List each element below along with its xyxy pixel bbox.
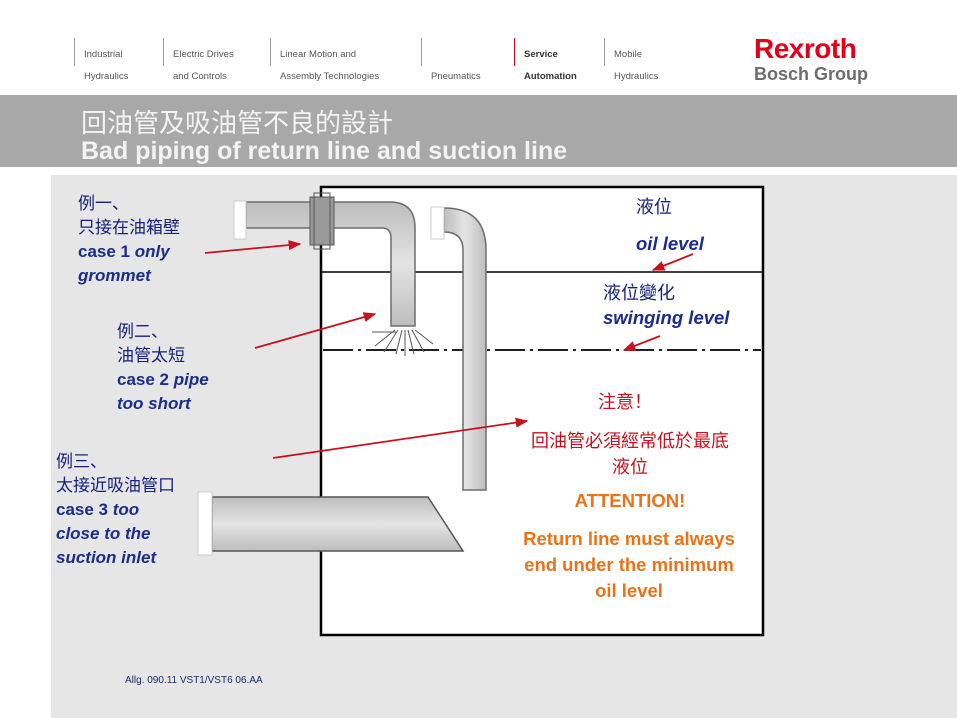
nav-item-pneumatics[interactable]: Pneumatics: [421, 38, 501, 82]
page-title-chinese: 回油管及吸油管不良的設計: [81, 109, 394, 139]
attention-cn-line2: 液位: [612, 457, 648, 478]
case1-cn-title: 例一、: [78, 194, 129, 214]
case3-en-prefix: case 3: [56, 500, 113, 519]
case3-en: case 3 too: [56, 498, 175, 522]
oil-level-en-text: oil level: [636, 233, 704, 254]
case1-en: case 1 only: [78, 240, 180, 264]
case1-label: 例一、 只接在油箱壁 case 1 only grommet: [78, 192, 180, 288]
title-bar: [0, 95, 957, 167]
nav-item-linear-motion[interactable]: Linear Motion and Assembly Technologies: [270, 38, 420, 82]
attention-en-line1: Return line must always: [523, 528, 735, 549]
case1-en-italic: only: [134, 242, 170, 261]
nav-item-line2: and Controls: [173, 71, 227, 82]
case2-en: case 2 pipe: [117, 368, 209, 392]
nav-item-electric-drives[interactable]: Electric Drives and Controls: [163, 38, 261, 82]
arrow-swinging-level: [622, 335, 661, 351]
oil-level-en: oil level: [636, 232, 704, 256]
case2-en-italic2: too short: [117, 394, 191, 413]
case3-en-italic2: close to the: [56, 524, 151, 543]
attention-cn-title: 注意！: [598, 392, 652, 413]
logo-brand: Rexroth: [754, 33, 857, 64]
nav-item-line1: Mobile: [614, 49, 642, 60]
case2-en-line2: too short: [117, 392, 209, 416]
rexroth-logo: Rexroth Bosch Group: [754, 33, 869, 85]
nav-item-service-automation[interactable]: Service Automation: [514, 38, 602, 82]
case3-en-italic: too: [112, 500, 140, 519]
footer-code: Allg. 090.11 VST1/VST6 06.AA: [125, 675, 263, 686]
oil-level-label: 液位 oil level: [636, 196, 704, 256]
nav-item-industrial-hydraulics[interactable]: Industrial Hydraulics: [74, 38, 162, 82]
nav-item-line1: Industrial: [84, 49, 123, 60]
case3-suction-pipe: [197, 491, 465, 556]
case1-cn-desc: 只接在油箱壁: [78, 218, 180, 238]
case3-cn-desc: 太接近吸油管口: [56, 476, 175, 496]
case3-en-line3: suction inlet: [56, 546, 175, 570]
case2-cn-title: 例二、: [117, 322, 168, 342]
logo-group: Bosch Group: [754, 64, 869, 84]
arrow-case1: [204, 240, 302, 254]
nav-item-line1: Linear Motion and: [280, 49, 357, 60]
spray-lines: [372, 329, 434, 356]
nav-item-line2: Hydraulics: [84, 71, 129, 82]
swinging-level-en: swinging level: [603, 306, 729, 330]
case2-en-italic: pipe: [173, 370, 209, 389]
swinging-level-en-text: swinging level: [603, 307, 730, 328]
attention-cn-line1: 回油管必須經常低於最底: [531, 431, 729, 452]
case2-label: 例二、 油管太短 case 2 pipe too short: [117, 320, 209, 416]
case1-en-line2: grommet: [78, 264, 180, 288]
nav-item-line1: Service: [524, 49, 558, 60]
attention-en-title: ATTENTION!: [574, 490, 686, 511]
arrow-oil-level: [651, 253, 694, 271]
case2-cn-desc: 油管太短: [117, 346, 185, 366]
arrow-case3: [272, 417, 529, 459]
case3-label: 例三、 太接近吸油管口 case 3 too close to the suct…: [56, 450, 175, 570]
arrow-case2: [254, 312, 377, 349]
case2-en-prefix: case 2: [117, 370, 174, 389]
case1-en-prefix: case 1: [78, 242, 135, 261]
case3-cn-title: 例三、: [56, 452, 107, 472]
swinging-level-cn: 液位變化: [603, 283, 675, 304]
attention-en-line2: end under the minimum: [524, 554, 734, 575]
attention-en-line3: oil level: [595, 580, 663, 601]
nav-item-line1: Electric Drives: [173, 49, 234, 60]
page-title-english: Bad piping of return line and suction li…: [81, 137, 568, 165]
case3-en-line2: close to the: [56, 522, 175, 546]
case2-return-pipe: [430, 206, 487, 491]
swinging-level-label: 液位變化 swinging level: [603, 282, 729, 330]
case3-en-italic3: suction inlet: [56, 548, 157, 567]
nav-item-line2: Automation: [524, 71, 577, 82]
case1-return-pipe: [233, 192, 416, 327]
nav-item-line2: Pneumatics: [431, 71, 481, 82]
case1-en-italic2: grommet: [78, 266, 151, 285]
oil-level-cn: 液位: [636, 197, 672, 218]
nav-item-line2: Hydraulics: [614, 71, 659, 82]
nav-item-mobile-hydraulics[interactable]: Mobile Hydraulics: [604, 38, 684, 82]
nav-item-line2: Assembly Technologies: [280, 71, 380, 82]
